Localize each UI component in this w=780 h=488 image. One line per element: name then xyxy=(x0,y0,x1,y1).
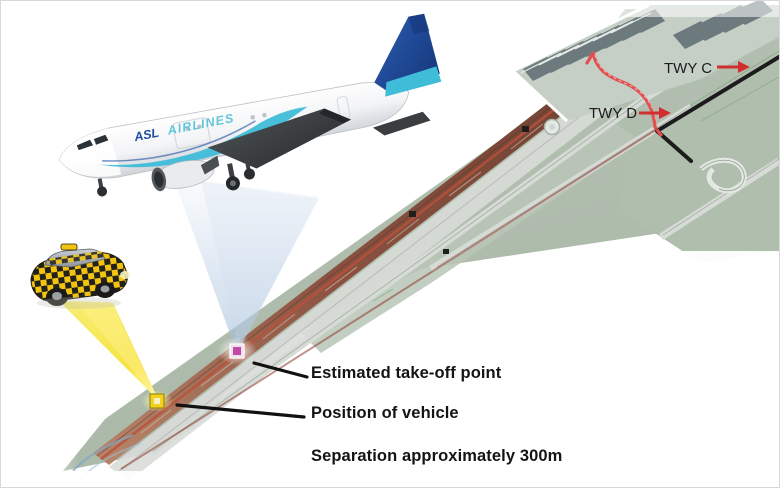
aircraft-beam xyxy=(173,177,319,353)
apron-stands xyxy=(511,1,779,123)
twy-c-label: TWY C xyxy=(664,60,713,77)
twy-c-arrow xyxy=(717,61,750,73)
vehicle-wheels xyxy=(46,282,115,306)
position-of-vehicle-label: Position of vehicle xyxy=(311,404,459,422)
eastern-loop-centreline xyxy=(700,159,745,192)
aircraft-tail-accent xyxy=(385,66,442,97)
aircraft-wing-near xyxy=(207,108,351,169)
leader-line-takeoff xyxy=(252,361,309,379)
takeoff-point-glow xyxy=(217,337,257,365)
aircraft-stabiliser xyxy=(372,111,431,136)
aircraft-tail-tip xyxy=(408,13,430,35)
vehicle-body xyxy=(30,252,128,302)
taxiway-network xyxy=(148,12,779,456)
airfield-ground xyxy=(63,9,779,471)
taxiway-centrelines xyxy=(152,98,779,452)
eastern-loop xyxy=(699,157,747,194)
leader-line-vehicle xyxy=(175,403,306,419)
vehicle-beacon xyxy=(60,243,78,251)
cockpit-windows xyxy=(76,134,109,151)
vehicle-position-glow xyxy=(141,390,173,412)
aircraft-fuselage xyxy=(58,81,410,179)
aircraft-wing-far xyxy=(212,104,346,157)
vehicle-roof-strip xyxy=(47,251,105,265)
twy-d-label: TWY D xyxy=(589,105,638,122)
aircraft-winglet xyxy=(319,108,351,124)
vehicle-headlamp xyxy=(120,271,130,279)
route-red xyxy=(585,51,663,137)
vehicle-beam xyxy=(59,301,159,401)
twy-d-arrow xyxy=(639,107,671,119)
aircraft-engine xyxy=(151,155,220,192)
aircraft-operator-suffix: AIRLINES xyxy=(165,111,235,138)
service-door xyxy=(336,96,351,120)
aircraft-registration xyxy=(293,113,322,124)
cabin-windows xyxy=(185,112,267,132)
leader-lines xyxy=(175,361,309,419)
cargo-door xyxy=(172,117,211,150)
separation-label: Separation approximately 300m xyxy=(311,447,563,465)
aircraft-main-gear xyxy=(225,157,255,191)
vehicle-position-marker xyxy=(149,393,165,409)
livery-swoosh xyxy=(98,106,308,168)
aircraft-nose-gear xyxy=(97,178,108,197)
estimated-takeoff-point-label: Estimated take-off point xyxy=(311,364,502,382)
takeoff-point-marker xyxy=(229,343,245,359)
aircraft-nose xyxy=(59,128,122,177)
livery-swoosh-edge xyxy=(102,120,256,162)
holding-point-circle xyxy=(543,118,561,136)
aircraft-tail-fin xyxy=(374,13,440,91)
field-markers xyxy=(409,126,529,254)
vehicle-windows xyxy=(44,248,106,268)
vehicle-shadow xyxy=(37,297,121,309)
guidance-lines xyxy=(372,50,779,302)
aircraft-operator-title: ASL xyxy=(132,126,160,145)
